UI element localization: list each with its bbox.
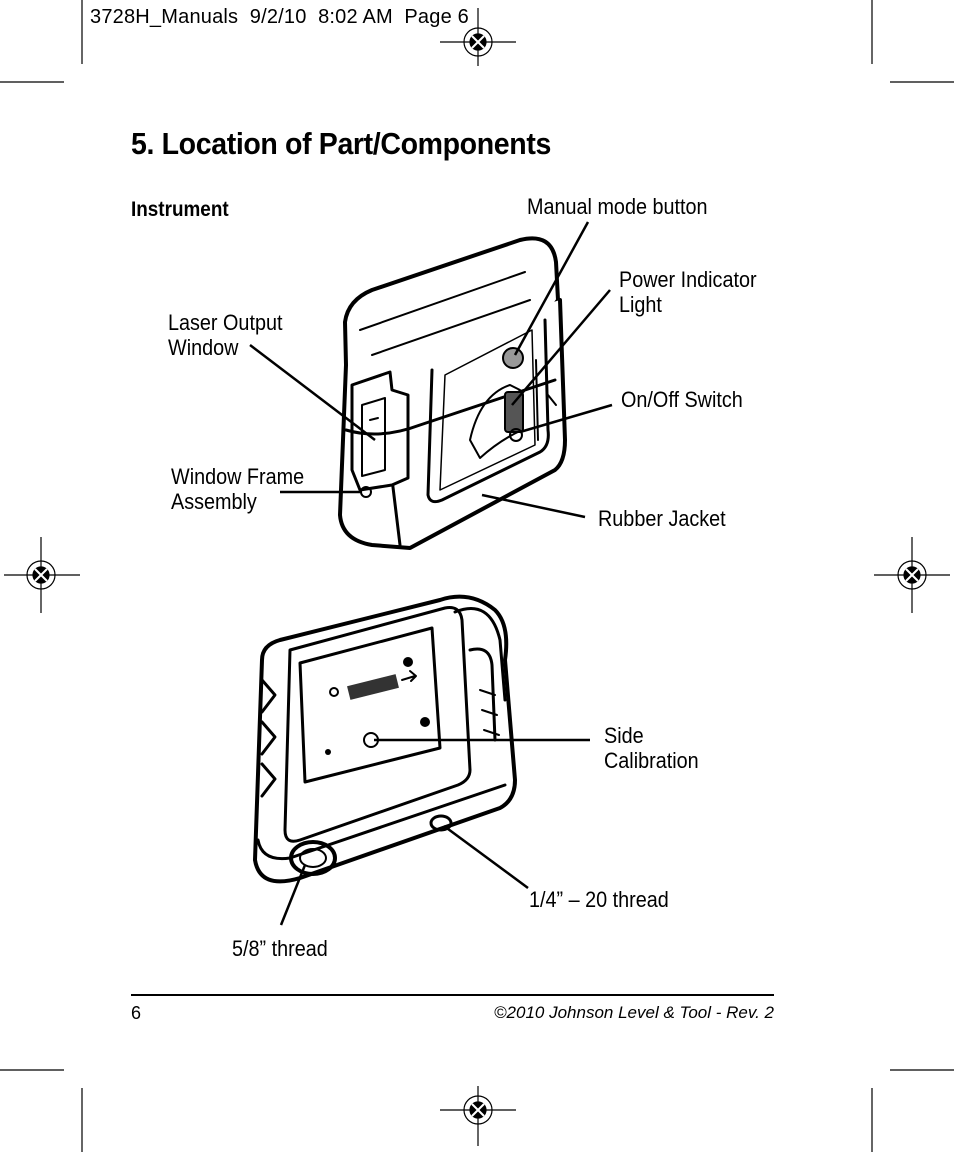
registration-mark-left <box>4 537 80 613</box>
print-slug-line: 3728H_Manuals 9/2/10 8:02 AM Page 6 <box>90 6 469 28</box>
section-heading: Instrument <box>131 198 229 221</box>
label-side-calibration: Side Calibration <box>604 723 699 773</box>
label-laser-output-window: Laser Output Window <box>168 310 283 360</box>
instrument-front-illustration <box>338 236 567 550</box>
registration-mark-top <box>440 8 516 66</box>
label-rubber-jacket: Rubber Jacket <box>598 506 726 531</box>
label-window-frame-assembly: Window Frame Assembly <box>171 464 305 514</box>
label-five-eighths-thread: 5/8” thread <box>232 936 328 961</box>
registration-mark-bottom <box>440 1086 516 1146</box>
footer-rule <box>131 994 774 996</box>
leader-lines <box>249 221 613 926</box>
registration-mark-right <box>874 537 950 613</box>
page-number: 6 <box>131 1003 142 1023</box>
page-title: 5. Location of Part/Components <box>131 126 551 161</box>
copyright-notice: ©2010 Johnson Level & Tool - Rev. 2 <box>494 1003 774 1022</box>
label-manual-mode-button: Manual mode button <box>527 194 708 219</box>
label-quarter-inch-thread: 1/4” – 20 thread <box>529 887 669 912</box>
label-power-indicator-light: Power Indicator Light <box>619 267 757 317</box>
label-on-off-switch: On/Off Switch <box>621 387 743 412</box>
